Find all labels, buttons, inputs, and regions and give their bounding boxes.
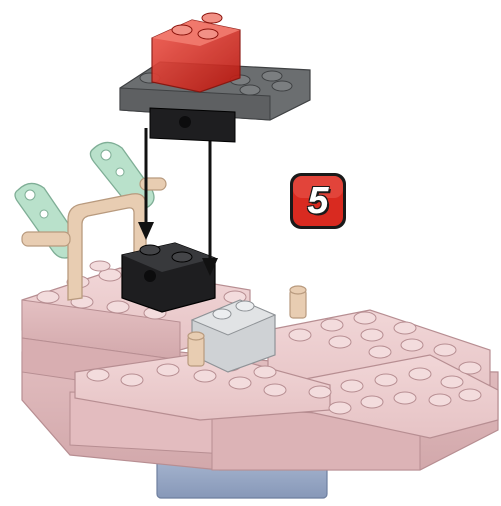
red-transparent-bricks [152,13,240,92]
black-brick-under-plate [150,108,235,142]
step-number-badge: 5 [289,172,347,230]
step-number: 5 [289,172,347,230]
black-brick-placed [122,243,215,312]
